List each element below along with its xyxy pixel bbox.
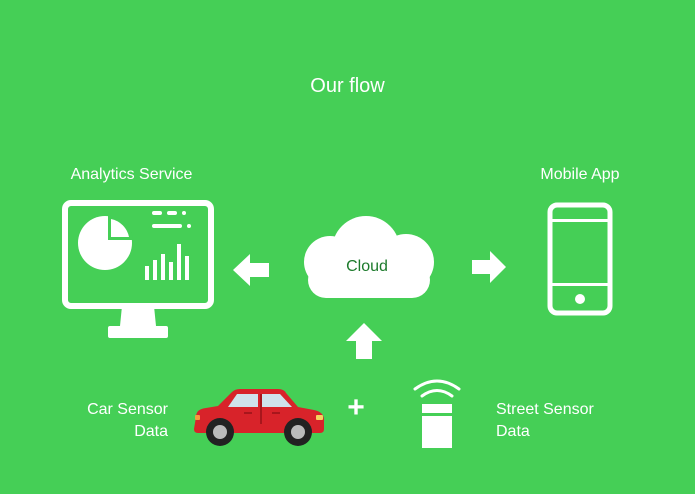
street-sensor-data-label: Street Sensor Data: [496, 399, 656, 443]
analytics-service-label: Analytics Service: [70, 166, 193, 183]
street-sensor-label-line1: Street Sensor: [496, 401, 594, 418]
car-icon: [194, 389, 324, 446]
diagram-title: Our flow: [310, 75, 385, 97]
car-sensor-data-label: Car Sensor Data: [40, 399, 168, 443]
plus-sign: +: [347, 391, 365, 424]
arrow-right-icon: [472, 251, 506, 283]
car-sensor-label-line1: Car Sensor: [87, 401, 168, 418]
street-sensor-icon: [413, 379, 461, 448]
cloud-icon: [304, 216, 434, 298]
mobile-app-label: Mobile App: [540, 166, 620, 183]
car-sensor-label-line2: Data: [134, 423, 168, 440]
street-sensor-label-line2: Data: [496, 423, 530, 440]
arrow-left-icon: [233, 254, 269, 286]
cloud-label: Cloud: [346, 258, 388, 275]
smartphone-icon: [547, 202, 613, 316]
monitor-dashboard-icon: [62, 200, 214, 338]
arrow-up-icon: [346, 323, 382, 359]
